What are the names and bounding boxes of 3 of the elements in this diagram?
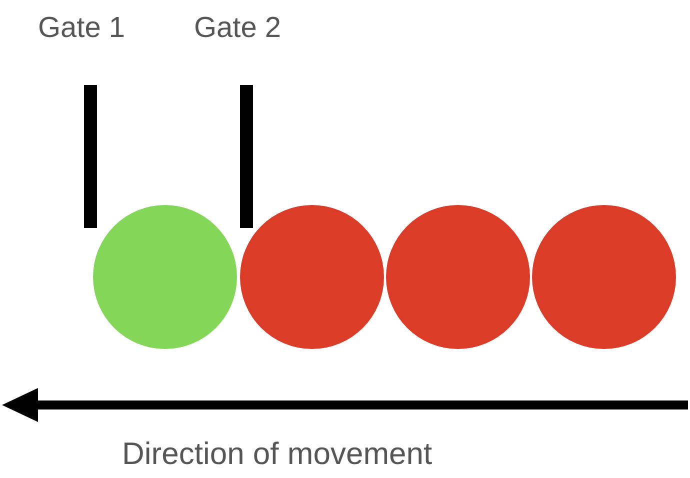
- gate-label: Gate 2: [194, 12, 282, 45]
- caption-text: Direction of movement: [122, 436, 432, 472]
- gate-label: Gate 1: [38, 12, 126, 45]
